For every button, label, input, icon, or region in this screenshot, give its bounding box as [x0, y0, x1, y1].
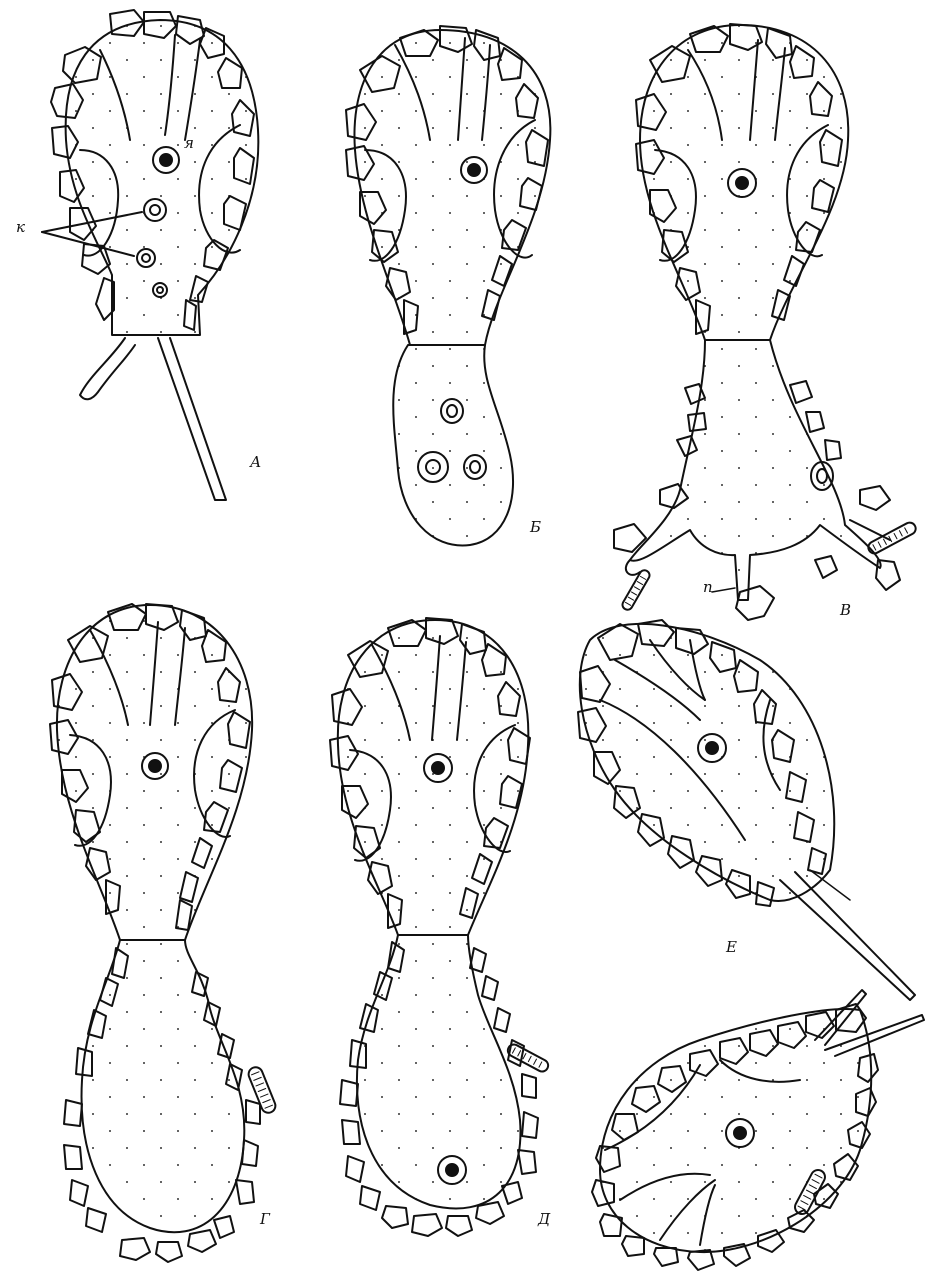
panel-label-b: Б — [530, 520, 541, 535]
panel-g-cell — [50, 604, 277, 1262]
panel-label-a: А — [250, 455, 261, 470]
panel-d-cell — [330, 618, 550, 1236]
panel-label-g: Г — [260, 1212, 270, 1227]
panel-g-daughter-cytoplasm — [82, 940, 245, 1232]
annotation-k: к — [16, 220, 25, 235]
panel-a-cell — [42, 10, 258, 500]
panel-v-p-pointer — [712, 588, 735, 592]
panel-label-e: Е — [726, 940, 737, 955]
panel-b-peduncle — [393, 345, 513, 545]
annotation-ya: я — [184, 136, 194, 151]
panel-a-filopodia — [80, 338, 226, 500]
panel-v-diatom — [866, 520, 918, 555]
annotation-p: п — [703, 580, 713, 595]
panel-b-cell — [346, 26, 550, 545]
panel-d-diatom — [506, 1042, 550, 1073]
panel-g-diatom — [247, 1065, 278, 1115]
panel-v-cell — [614, 24, 918, 620]
panel-label-v: В — [840, 603, 851, 618]
panel-label-d: Д — [538, 1212, 550, 1227]
panel-v-reticulopodia — [630, 340, 881, 600]
panel-e-lower-cell — [592, 990, 924, 1270]
panel-e-upper-cell — [578, 620, 915, 1000]
